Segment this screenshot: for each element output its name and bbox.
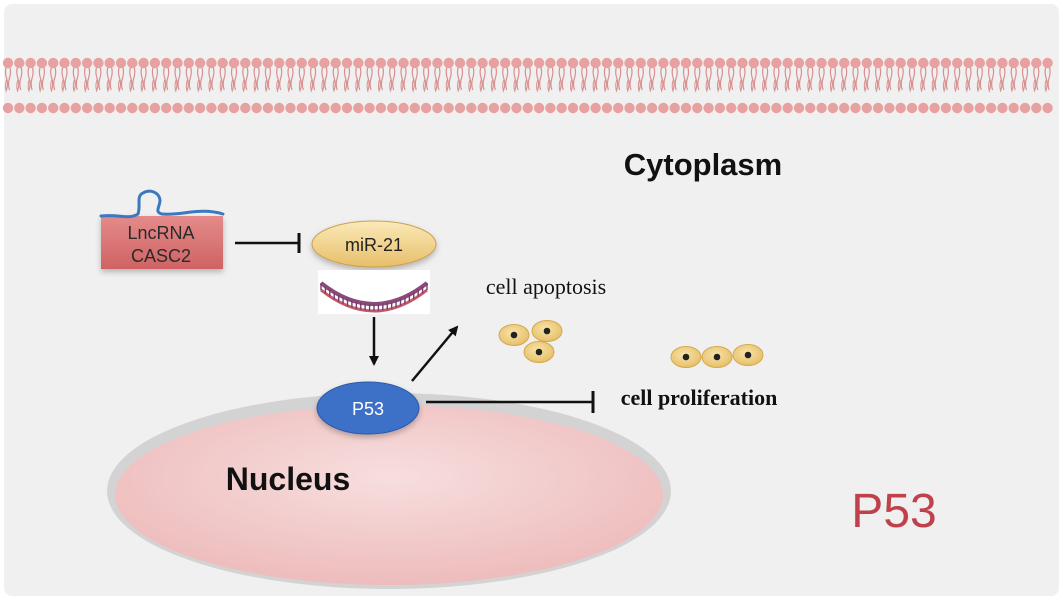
mir21-label: miR-21	[345, 235, 403, 255]
mirna-strand-icon	[319, 281, 429, 313]
lncrna-label-line2: CASC2	[131, 246, 191, 266]
p53: P53	[316, 381, 420, 435]
arrow-p53-apoptosis	[411, 325, 459, 382]
lncrna-casc2: LncRNA CASC2	[99, 189, 225, 269]
nucleus-label: Nucleus	[226, 461, 350, 497]
mir21-node	[311, 220, 437, 268]
cell-membrane	[2, 57, 1053, 114]
lncrna-box	[101, 216, 223, 269]
rna-stemloop-icon	[99, 189, 225, 219]
inhibit-p53-proliferation	[426, 391, 595, 413]
nucleus	[115, 405, 663, 585]
cell-proliferation-label: cell proliferation	[621, 385, 778, 410]
p53-node	[316, 381, 420, 435]
mir21: miR-21	[311, 220, 437, 314]
proliferating-cells-icon	[670, 344, 764, 368]
p53-label: P53	[352, 399, 384, 419]
cytoplasm-label: Cytoplasm	[624, 147, 782, 182]
lncrna-label-line1: LncRNA	[127, 223, 194, 243]
inhibit-lncrna-mir21	[235, 233, 301, 253]
apoptotic-cells-icon	[498, 320, 563, 363]
cell-apoptosis-label: cell apoptosis	[486, 274, 606, 299]
p53-title: P53	[851, 485, 936, 538]
